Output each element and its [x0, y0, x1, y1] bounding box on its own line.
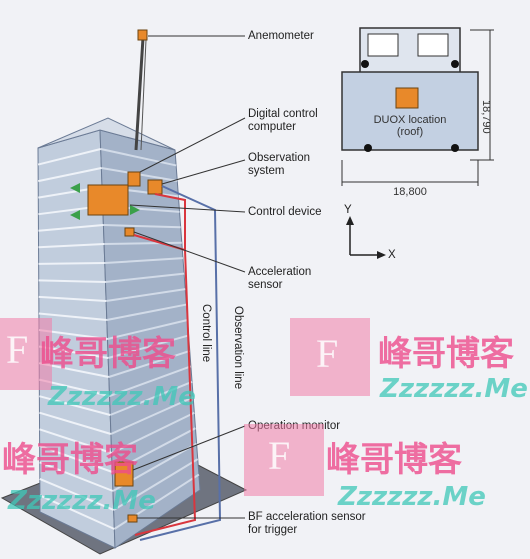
watermark-url: Zzzzzz.Me [48, 382, 196, 412]
arrow-icon [70, 210, 80, 220]
floor-line [111, 411, 195, 454]
leader-line [139, 117, 246, 173]
column-marker [364, 144, 372, 152]
x-axis-label: X [388, 249, 396, 261]
floor-plan-stair [417, 33, 449, 57]
digital-control-computer-icon [127, 171, 141, 187]
floor-line [38, 312, 107, 321]
tower-roof [37, 117, 176, 151]
leader-line [132, 425, 246, 471]
anemometer-label: Anemometer [248, 30, 314, 42]
floor-line [39, 494, 115, 530]
floor-line [109, 365, 192, 397]
mast-lattice [140, 39, 147, 151]
watermark-url: Zzzzzz.Me [338, 482, 486, 512]
arrow-icon [70, 183, 80, 193]
leader-line [129, 204, 246, 213]
leader-line [133, 231, 246, 273]
watermark-box [290, 318, 370, 396]
operation-monitor-icon [114, 461, 134, 487]
floor-line [39, 461, 114, 492]
floor-line [39, 428, 112, 454]
control-device-label: Control device [248, 206, 322, 218]
floor-line [104, 241, 182, 245]
floor-line [109, 380, 193, 416]
floor-line [108, 349, 191, 378]
floor-line [38, 262, 105, 265]
floor-line [110, 396, 194, 435]
floor-line [38, 224, 104, 232]
watermark-letter: F [268, 433, 291, 478]
watermark-box [0, 318, 52, 390]
floor-line [105, 288, 186, 302]
plan-depth-dimension: 18,790 [480, 100, 492, 134]
watermark-text: 峰哥博客 [2, 440, 138, 480]
floor-line [100, 148, 177, 167]
floor-line [107, 319, 188, 340]
floor-plan-roof [341, 71, 479, 151]
floor-line [113, 458, 199, 511]
y-axis-label: Y [344, 204, 352, 216]
floor-line [39, 395, 111, 416]
watermark-text: 峰哥博客 [326, 440, 462, 480]
observation-line-label: Observation line [232, 306, 244, 390]
floor-line [37, 167, 102, 183]
floor-line [107, 334, 189, 359]
y-arrowhead-icon [346, 216, 354, 225]
column-marker [451, 144, 459, 152]
bf-sensor-icon [127, 514, 138, 523]
floor-line [104, 257, 184, 264]
column-marker [361, 60, 369, 68]
arrow-icon [130, 205, 140, 215]
observation-system-icon [147, 179, 163, 195]
acceleration-sensor-icon [124, 227, 135, 237]
floor-line [103, 224, 181, 229]
control-line-label: Control line [200, 304, 212, 363]
floor-line [38, 243, 105, 249]
floor-line [106, 303, 187, 321]
watermark-letter: F [316, 331, 339, 376]
duox-location-marker [395, 87, 419, 109]
duox-device [87, 184, 129, 216]
leader-line [161, 159, 246, 185]
duox-location-label: DUOX location(roof) [373, 114, 447, 138]
watermark-letter: F [6, 327, 29, 372]
floor-line [37, 148, 101, 166]
watermark-text: 峰哥博客 [378, 334, 514, 374]
floor-line [39, 477, 115, 511]
floor-line [105, 272, 185, 283]
watermark-text: 峰哥博客 [40, 334, 176, 374]
x-arrowhead-icon [377, 251, 386, 259]
floor-line [38, 279, 106, 283]
column-marker [451, 60, 459, 68]
mast [134, 37, 145, 151]
watermark-box [244, 424, 324, 496]
plan-width-dimension: 18,800 [393, 186, 427, 198]
control-line [133, 234, 197, 536]
watermark-url: Zzzzzz.Me [380, 374, 528, 404]
control-line-upper [154, 193, 186, 250]
floor-line [39, 411, 112, 435]
observation-line [139, 185, 222, 541]
floor-line [39, 444, 113, 473]
watermark-url: Zzzzzz.Me [8, 486, 156, 516]
anemometer-icon [137, 29, 148, 41]
floor-line [38, 295, 107, 302]
floor-plan-stair [367, 33, 399, 57]
